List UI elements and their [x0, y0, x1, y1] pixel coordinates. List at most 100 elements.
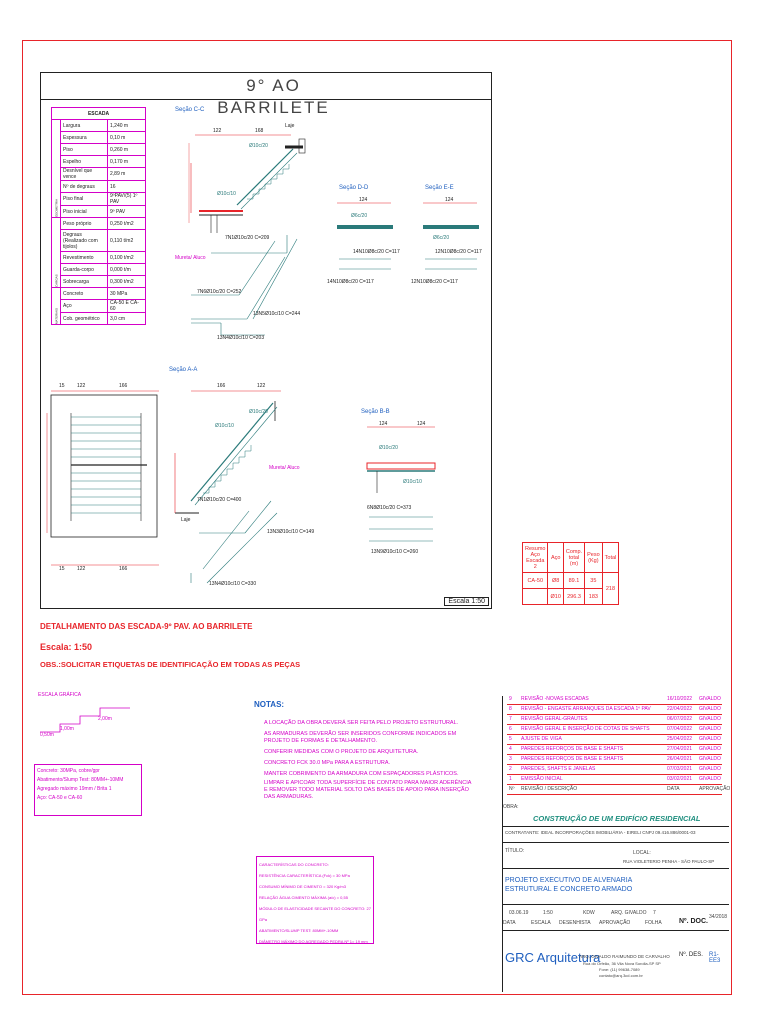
section-bb-label: Seção B-B: [361, 409, 390, 415]
sheet-title: 9° AO BARRILETE: [217, 76, 330, 117]
concrete-6: DIÂMETRO MÁXIMO DO AGREGADO PEDRA Nº 1= …: [259, 939, 368, 944]
title-underline: [41, 99, 491, 100]
dim-plan-top-2: 122: [77, 383, 86, 389]
section-dd-label: Seção D-D: [339, 185, 369, 191]
spec-row: Degraus (Realizado com tijolos)0,110 t/m…: [52, 229, 146, 252]
bar-bb-4: 13N9Ø10c/10 C=260: [371, 549, 419, 555]
dim-cc-2: 168: [255, 128, 264, 134]
dim-plan-bottom-3: 166: [119, 566, 128, 572]
tb-label-folha: FOLHA: [645, 920, 662, 926]
revision-description: PAREDES REFORÇOS DE BASE E SHAFTS: [521, 746, 624, 752]
material-info-0: Concreto: 30MPa, cobre/gpr: [37, 768, 100, 774]
label-laje-cc: Laje: [285, 123, 295, 129]
dim-aa-1: 166: [217, 383, 226, 389]
contratante: CONTRATANTE: IDEAL INCORPORAÇÕES IMOBILI…: [505, 830, 696, 835]
bar-cc-5: 13N5Ø10c/10 C=244: [253, 311, 301, 317]
revision-row: 4 PAREDES REFORÇOS DE BASE E SHAFTS 27/04/…: [507, 746, 722, 755]
revision-approver: GIVALDO: [699, 726, 721, 732]
company-phone: Fone: (11) 99638-7089: [599, 967, 640, 972]
tb-escala: 1:50: [543, 910, 553, 916]
notes-title: NOTAS:: [254, 700, 285, 709]
detail-obs: OBS.:SOLICITAR ETIQUETAS DE IDENTIFICAÇÃ…: [40, 660, 301, 669]
label-laje-aa: Laje: [181, 517, 191, 523]
bar-ee-1: Ø6c/20: [433, 235, 450, 241]
resumo-h2: Comp. total (m): [562, 542, 586, 573]
section-aa-label: Seção A-A: [169, 367, 198, 373]
spec-label: Degraus (Realizado com tijolos): [60, 229, 108, 252]
resumo-r0-c2: 89.1: [562, 572, 586, 589]
revision-date: 06/07/2022: [667, 716, 693, 722]
dim-plan-top-3: 166: [119, 383, 128, 389]
resumo-r0-c3: 35: [584, 572, 603, 589]
bar-aa-1: Ø10c/20: [249, 409, 268, 415]
revision-number: Nº: [509, 786, 515, 792]
resumo-r1-c3: 183: [584, 588, 603, 605]
revision-date: 07/03/2021: [667, 766, 693, 772]
sheet-frame: [22, 40, 732, 995]
resumo-total: 218: [601, 572, 620, 605]
note-3: CONCRETO FCK 30.0 MPa PARA A ESTRUTURA.: [264, 760, 391, 766]
detail-scale: Escala: 1:50: [40, 642, 93, 652]
resumo-table: Resumo Aço Escada 2 Aço Comp. total (m) …: [521, 542, 620, 605]
revision-description: PAREDES, SHAFTS E JANELAS: [521, 766, 596, 772]
revision-description: REVISÃO GERAL-GRAUTES: [521, 716, 588, 722]
material-info-box: Concreto: 30MPa, cobre/gpr Abatimento/Sl…: [34, 764, 142, 816]
dim-dd: 124: [359, 197, 368, 203]
concrete-5: ABATIMENTO/SLUMP TEST: 80MM+-10MM: [259, 928, 339, 933]
tb-label-escala: ESCALA: [531, 920, 551, 926]
graphic-scale: ESCALA GRÁFICA 2,00m 1,00m 0,50m: [38, 692, 138, 741]
bar-cc-1: Ø10c/20: [249, 143, 268, 149]
concrete-2: CONSUMO MÍNIMO DE CIMENTO = 320 Kg/m3: [259, 884, 346, 889]
revision-approver: GIVALDO: [699, 716, 721, 722]
drawing-svg: [46, 134, 479, 584]
dim-aa-2: 122: [257, 383, 266, 389]
material-info-1: Abatimento/Slump Test: 80MM+-10MM: [37, 777, 124, 783]
company-address: Rua do Orfeão, 36 Vila Nova Sorolla-SP S…: [583, 961, 661, 966]
section-ee-drawing: [423, 202, 479, 270]
tb-doc: 34/2018: [709, 914, 728, 920]
graphic-scale-dim-0: 2,00m: [98, 716, 112, 722]
revision-number: 1: [509, 776, 512, 782]
detail-title: DETALHAMENTO DAS ESCADA-9º PAV. AO BARRI…: [40, 622, 253, 631]
revision-number: 4: [509, 746, 512, 752]
resumo-r1-c1: Ø10: [547, 588, 564, 605]
resumo-h4: Total: [601, 542, 620, 573]
des-number: R1-EE3: [709, 952, 721, 964]
graphic-scale-dim-2: 0,50m: [40, 732, 54, 738]
revision-date: 27/04/2021: [667, 746, 693, 752]
dim-ee: 124: [445, 197, 454, 203]
company-name: GRC Arquitetura: [505, 950, 601, 965]
dim-cc-1: 122: [213, 128, 222, 134]
revision-number: 2: [509, 766, 512, 772]
revision-description: REVISÃO - ENGASTE ARRANQUES DA ESCADA 1º…: [521, 706, 651, 712]
revision-description: REVISÃO / DESCRIÇÃO: [521, 786, 578, 792]
dim-plan-top-1: 15: [59, 383, 65, 389]
revision-approver: GIVALDO: [699, 756, 721, 762]
bar-cc-2: Ø10c/10: [217, 191, 236, 197]
concrete-3: RELAÇÃO ÁGUA CIMENTO MÁXIMA (a/c) = 0,55: [259, 895, 348, 900]
tb-aprovacao: ARQ. GIVALDO: [611, 910, 647, 916]
tb-label-data: DATA: [503, 920, 516, 926]
stair-plan-drawing: [46, 390, 159, 566]
graphic-scale-dim-1: 1,00m: [60, 726, 74, 732]
revision-number: 8: [509, 706, 512, 712]
bar-dd-1: Ø6c/20: [351, 213, 368, 219]
revision-number: 3: [509, 756, 512, 762]
revision-approver: APROVAÇÃO: [699, 786, 731, 792]
note-2: CONFERIR MEDIDAS COM O PROJETO DE ARQUIT…: [264, 749, 419, 755]
revision-date: 22/04/2022: [667, 706, 693, 712]
concrete-characteristics-box: CARACTERÍSTICAS DO CONCRETO: RESISTÊNCIA…: [256, 856, 374, 944]
